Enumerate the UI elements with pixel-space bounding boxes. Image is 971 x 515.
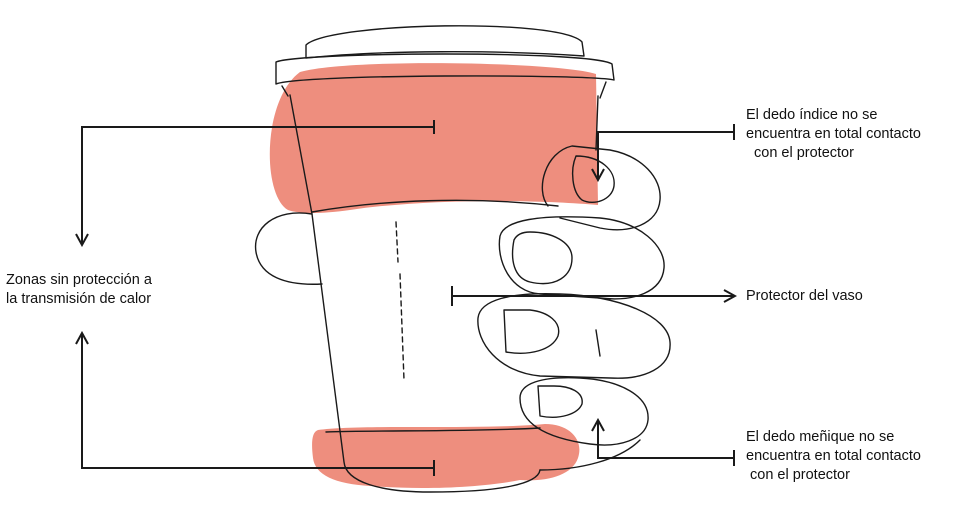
palm: [539, 439, 641, 471]
pinky-fingernail: [537, 385, 583, 418]
pinky-finger-label-line: encuentra en total contacto: [746, 448, 921, 464]
ring-finger: [477, 293, 671, 379]
pinky-finger-label-line: El dedo meñique no se: [746, 429, 895, 445]
index-finger-label-line: con el protector: [754, 145, 854, 161]
heat-zones-label-line: la transmisión de calor: [6, 291, 152, 307]
cup-lid-rim: [275, 53, 615, 85]
heat-zones-label: Zonas sin protección a la transmisión de…: [6, 271, 152, 309]
cup-and-hand-outline: [254, 25, 671, 493]
bottom-zone-callout: [82, 333, 435, 476]
index-finger-callout: [598, 124, 735, 180]
pinky-finger-callout: [598, 420, 735, 466]
cup-body: [289, 94, 541, 493]
middle-fingernail: [511, 231, 573, 285]
heat-zones: [269, 63, 598, 488]
pinky-finger-label: El dedo meñique no se encuentra en total…: [746, 428, 921, 485]
middle-finger: [498, 216, 665, 300]
index-finger-label-line: encuentra en total contacto: [746, 126, 921, 142]
sleeve-label: Protector del vaso: [746, 287, 863, 306]
thumb: [254, 212, 323, 285]
sleeve-callout: [451, 286, 735, 306]
index-finger: [541, 145, 661, 231]
bottom-heat-zone: [312, 424, 580, 488]
index-finger-label: El dedo índice no se encuentra en total …: [746, 106, 921, 163]
ring-fingernail: [503, 309, 560, 354]
top-heat-zone: [269, 63, 598, 213]
pinky-finger: [519, 376, 649, 446]
index-fingernail: [571, 155, 615, 204]
callouts: [82, 120, 735, 476]
top-zone-callout: [82, 120, 435, 245]
sleeve-label-text: Protector del vaso: [746, 288, 863, 304]
cup-lid: [305, 25, 585, 59]
pinky-finger-label-line: con el protector: [750, 467, 850, 483]
heat-zones-label-line: Zonas sin protección a: [6, 272, 152, 288]
index-finger-label-line: El dedo índice no se: [746, 107, 878, 123]
cup-sleeve: [311, 199, 559, 213]
